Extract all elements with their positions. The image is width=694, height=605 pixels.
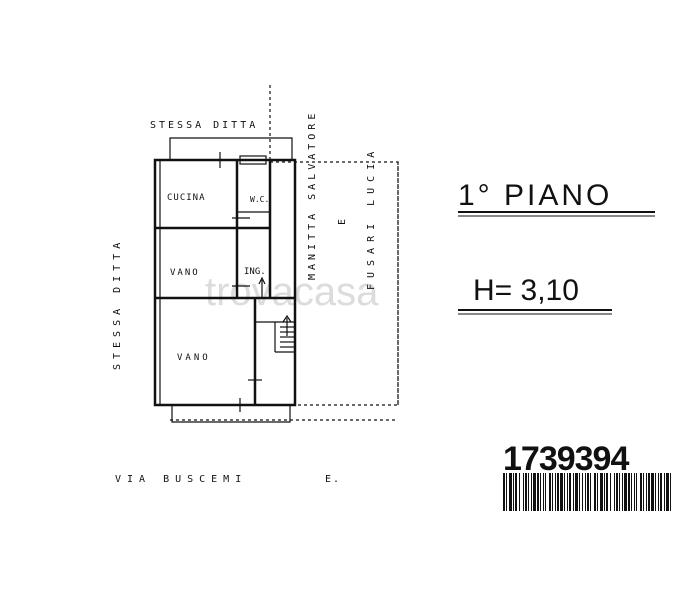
staircase xyxy=(255,276,295,353)
barcode-bar xyxy=(590,473,591,511)
barcode-bar xyxy=(585,473,586,511)
east-neighbor-label-2: FUSARI LUCIA xyxy=(366,146,377,290)
barcode-bar xyxy=(614,473,615,511)
barcode-bar xyxy=(506,473,507,511)
barcode-bar xyxy=(628,473,630,511)
barcode-bar xyxy=(604,473,605,511)
barcode-bar xyxy=(655,473,656,511)
barcode-bar xyxy=(569,473,571,511)
west-neighbor-label: STESSA DITTA xyxy=(112,238,123,370)
street-label: VIA BUSCEMI xyxy=(115,474,247,485)
floor-title: 1° PIANO xyxy=(458,179,612,212)
barcode-bar xyxy=(636,473,637,511)
barcode-bar xyxy=(525,473,527,511)
east-property-boundary xyxy=(269,85,399,406)
barcode-bar xyxy=(533,473,536,511)
barcode-bar xyxy=(587,473,589,511)
barcode-bar xyxy=(579,473,580,511)
south-balcony xyxy=(171,405,291,423)
barcode-bar xyxy=(560,473,563,511)
barcode-bar xyxy=(634,473,635,511)
barcode-bar xyxy=(660,473,662,511)
barcode-bar xyxy=(619,473,620,511)
north-neighbor-label: STESSA DITTA xyxy=(150,120,258,131)
barcode-bar xyxy=(543,473,544,511)
barcode-bar xyxy=(664,473,665,511)
barcode-bar xyxy=(537,473,539,511)
barcode-bar xyxy=(624,473,627,511)
barcode-bar xyxy=(509,473,512,511)
room-label-wc: W.C. xyxy=(250,195,269,204)
barcode-bar xyxy=(503,473,505,511)
barcode-bar xyxy=(555,473,556,511)
barcode-bar xyxy=(610,473,611,511)
barcode-bar xyxy=(582,473,583,511)
barcode-bar xyxy=(666,473,669,511)
room-label-kitchen: CUCINA xyxy=(167,193,206,203)
barcode-bar xyxy=(540,473,541,511)
barcode-bar xyxy=(549,473,551,511)
barcode-bar xyxy=(606,473,608,511)
barcode-bar xyxy=(523,473,524,511)
barcode-bar xyxy=(594,473,596,511)
barcode-bar xyxy=(575,473,578,511)
interior-walls xyxy=(155,160,295,405)
barcode-number: 1739394 xyxy=(503,440,629,478)
barcode-bar xyxy=(600,473,603,511)
barcode-bar xyxy=(564,473,565,511)
barcode-bar xyxy=(648,473,650,511)
barcode-bar xyxy=(552,473,553,511)
barcode-bar xyxy=(643,473,644,511)
barcode-bar xyxy=(597,473,598,511)
floor-height: H= 3,10 xyxy=(473,274,579,307)
barcode-bar xyxy=(531,473,532,511)
barcode-bar xyxy=(640,473,642,511)
outer-walls xyxy=(153,158,297,407)
barcode-bar xyxy=(651,473,654,511)
barcode xyxy=(503,473,671,511)
barcode-bar xyxy=(573,473,574,511)
barcode-bar xyxy=(658,473,659,511)
barcode-bar xyxy=(519,473,520,511)
room-label-vano-2: VANO xyxy=(177,353,211,363)
east-neighbor-label-1: MANITTA SALVATORE xyxy=(307,110,318,280)
east-neighbor-and: E xyxy=(337,219,348,225)
room-label-vano-1: VANO xyxy=(170,268,200,278)
barcode-bar xyxy=(557,473,559,511)
barcode-bar xyxy=(567,473,568,511)
north-balcony xyxy=(169,137,293,160)
barcode-bar xyxy=(528,473,529,511)
barcode-bar xyxy=(513,473,514,511)
room-label-entrance: ING. xyxy=(244,267,266,277)
barcode-bar xyxy=(631,473,632,511)
barcode-bar xyxy=(670,473,671,511)
street-suffix-label: E. xyxy=(325,474,341,485)
barcode-bar xyxy=(545,473,546,511)
door-marks xyxy=(219,152,267,412)
barcode-bar xyxy=(646,473,647,511)
barcode-bar xyxy=(616,473,618,511)
barcode-bar xyxy=(515,473,517,511)
barcode-bar xyxy=(622,473,623,511)
watermark: trovacasa xyxy=(205,270,379,314)
